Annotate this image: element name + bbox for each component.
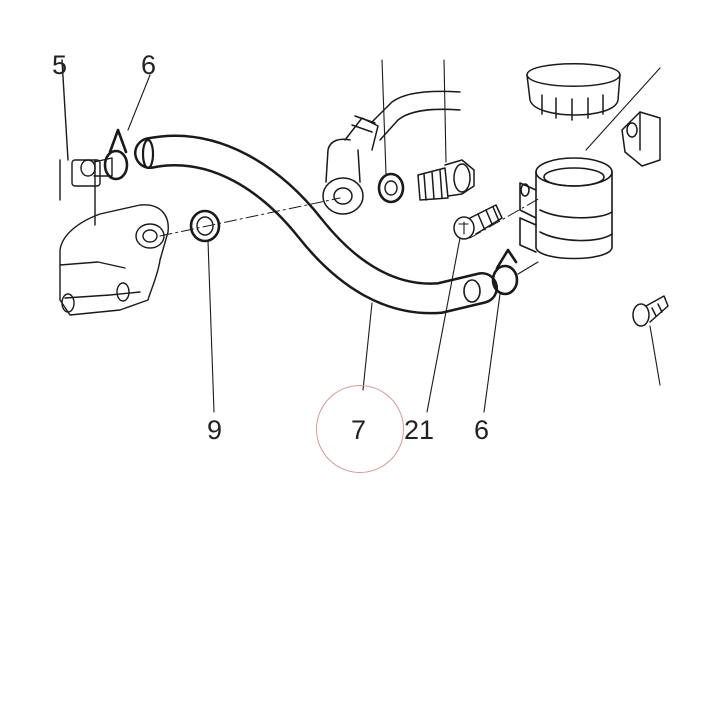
- hose-clip-bottom: [491, 248, 519, 296]
- mounting-block: [621, 111, 661, 167]
- callout-6-bottom: 6: [474, 415, 490, 445]
- leader-bolt-top: [443, 59, 447, 163]
- screw-right: [632, 295, 669, 327]
- callout-7: 7: [351, 415, 367, 445]
- leader-reservoir: [585, 67, 661, 151]
- alignment-axis-2: [469, 197, 541, 239]
- hose-clip-top: [103, 128, 129, 181]
- brake-hose: [134, 134, 498, 315]
- leader-9: [207, 240, 215, 413]
- reservoir-clamp: [519, 157, 613, 260]
- reservoir-cap: [526, 63, 621, 121]
- leader-21: [426, 237, 461, 413]
- callout-6-top: 6: [141, 50, 157, 80]
- alignment-axis: [159, 197, 341, 237]
- screw-21: [453, 204, 503, 240]
- leader-screw-right: [649, 325, 661, 386]
- banjo-fitting: [322, 90, 461, 215]
- left-hose-fitting: [80, 157, 113, 177]
- sealing-washer-banjo: [377, 172, 405, 204]
- hose-end-left: [141, 138, 155, 170]
- leader-6-bottom: [483, 293, 501, 413]
- callout-21: 21: [404, 415, 435, 445]
- sealing-washer-9: [189, 209, 221, 243]
- leader-washer-top: [381, 59, 387, 175]
- leader-7: [362, 302, 373, 391]
- banjo-bolt: [417, 159, 475, 201]
- leader-6-top: [127, 74, 151, 131]
- leader-hose-clip-r: [517, 261, 539, 275]
- highlight-circle: [316, 385, 404, 473]
- callout-5: 5: [52, 50, 68, 80]
- hose-end-right: [463, 279, 481, 303]
- caliper-body: [59, 59, 169, 316]
- callout-9: 9: [207, 415, 223, 445]
